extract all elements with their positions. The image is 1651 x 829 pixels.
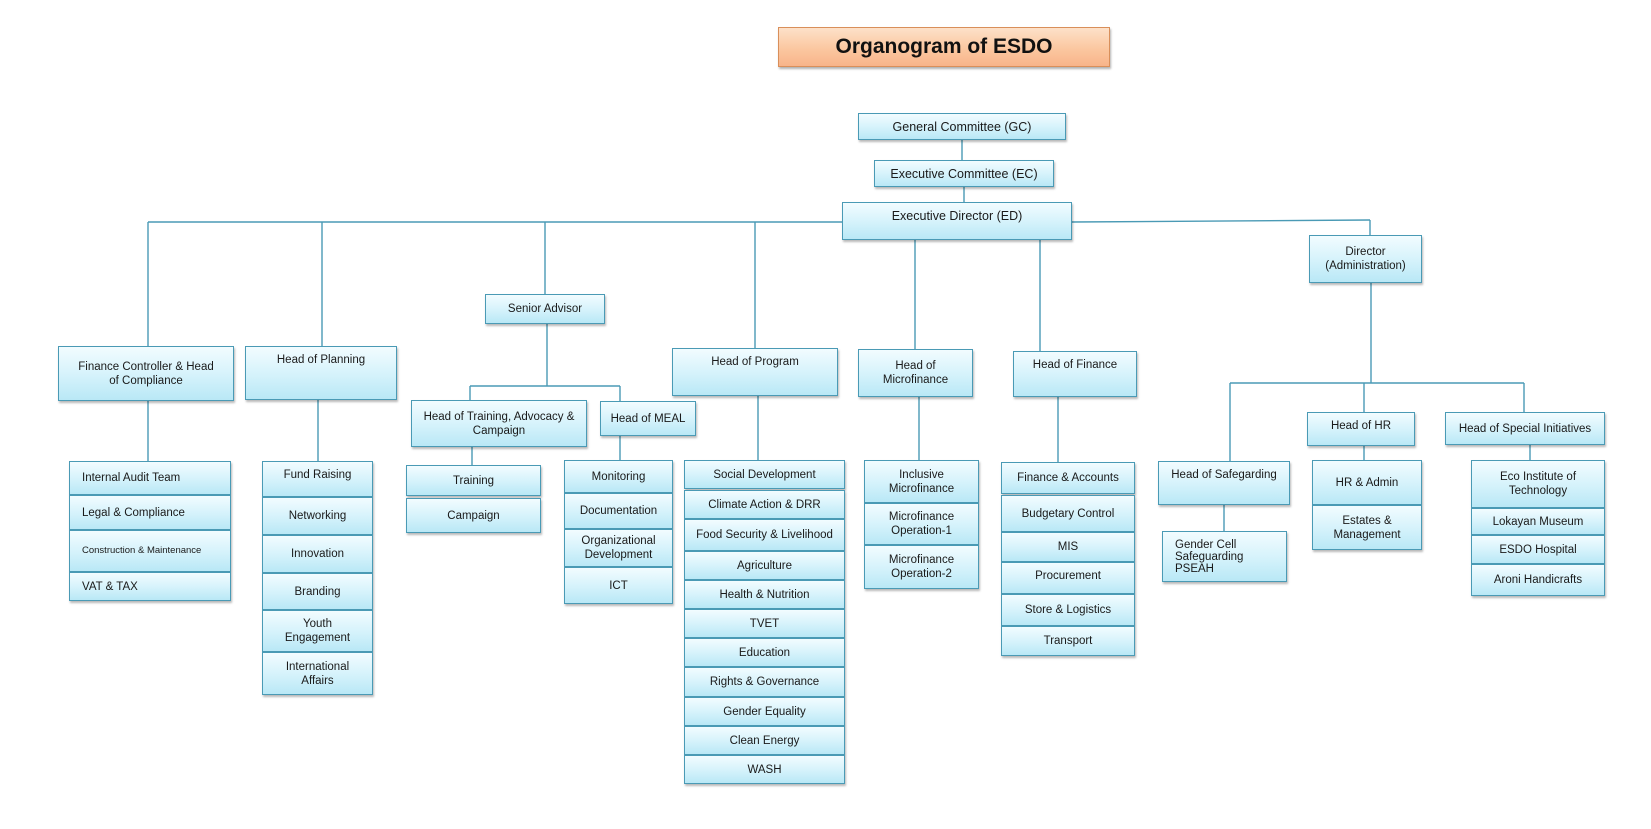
node-mis: MIS [1001,532,1135,562]
node-food-security: Food Security & Livelihood [684,519,845,551]
node-head-of-safeguarding: Head of Safegarding [1158,461,1290,505]
node-estates-management: Estates & Management [1312,505,1422,550]
node-procurement: Procurement [1001,562,1135,594]
node-campaign: Campaign [406,498,541,533]
node-youth-engagement: Youth Engagement [262,610,373,652]
node-legal-compliance: Legal & Compliance [69,495,231,530]
node-head-of-training: Head of Training, Advocacy & Campaign [411,400,587,447]
node-branding: Branding [262,573,373,610]
node-tvet: TVET [684,609,845,638]
node-wash: WASH [684,755,845,784]
node-head-of-microfinance: Head of Microfinance [858,349,973,397]
node-eco-institute: Eco Institute of Technology [1471,460,1605,508]
node-head-of-program: Head of Program [672,348,838,396]
node-director-administration: Director (Administration) [1309,235,1422,283]
page-title: Organogram of ESDO [778,27,1110,67]
node-head-of-special-initiatives: Head of Special Initiatives [1445,412,1605,445]
node-head-of-hr: Head of HR [1307,412,1415,446]
node-climate-action: Climate Action & DRR [684,490,845,519]
connector-line [1071,219,1371,223]
node-organizational-development: Organizational Development [564,529,673,567]
node-transport: Transport [1001,626,1135,656]
node-executive-committee: Executive Committee (EC) [874,160,1054,187]
node-international-affairs: International Affairs [262,652,373,695]
node-health-nutrition: Health & Nutrition [684,580,845,609]
node-inclusive-microfinance: Inclusive Microfinance [864,460,979,503]
node-rights-governance: Rights & Governance [684,667,845,697]
node-executive-director: Executive Director (ED) [842,202,1072,240]
node-general-committee: General Committee (GC) [858,113,1066,140]
node-hr-admin: HR & Admin [1312,460,1422,505]
node-esdo-hospital: ESDO Hospital [1471,535,1605,564]
node-clean-energy: Clean Energy [684,726,845,755]
node-vat-tax: VAT & TAX [69,572,231,601]
node-gender-cell-safeguarding: Gender Cell Safeguarding PSEAH [1162,531,1287,582]
node-head-of-finance: Head of Finance [1013,351,1137,397]
node-lokayan-museum: Lokayan Museum [1471,508,1605,535]
node-internal-audit: Internal Audit Team [69,461,231,495]
node-budgetary-control: Budgetary Control [1001,495,1135,532]
node-training: Training [406,465,541,496]
node-innovation: Innovation [262,535,373,573]
node-store-logistics: Store & Logistics [1001,594,1135,626]
node-networking: Networking [262,497,373,535]
node-agriculture: Agriculture [684,551,845,580]
node-fund-raising: Fund Raising [262,461,373,497]
node-aroni-handicrafts: Aroni Handicrafts [1471,564,1605,596]
node-ict: ICT [564,567,673,604]
node-monitoring: Monitoring [564,460,673,493]
node-senior-advisor: Senior Advisor [485,294,605,324]
node-gender-equality: Gender Equality [684,697,845,726]
node-finance-accounts: Finance & Accounts [1001,462,1135,494]
node-construction-maintenance: Construction & Maintenance [69,530,231,572]
node-head-of-meal: Head of MEAL [600,401,696,436]
node-education: Education [684,638,845,667]
node-head-of-planning: Head of Planning [245,346,397,400]
node-finance-controller: Finance Controller & Head of Compliance [58,346,234,401]
node-microfinance-operation-1: Microfinance Operation-1 [864,503,979,545]
node-microfinance-operation-2: Microfinance Operation-2 [864,545,979,589]
node-documentation: Documentation [564,493,673,529]
node-social-development: Social Development [684,460,845,489]
